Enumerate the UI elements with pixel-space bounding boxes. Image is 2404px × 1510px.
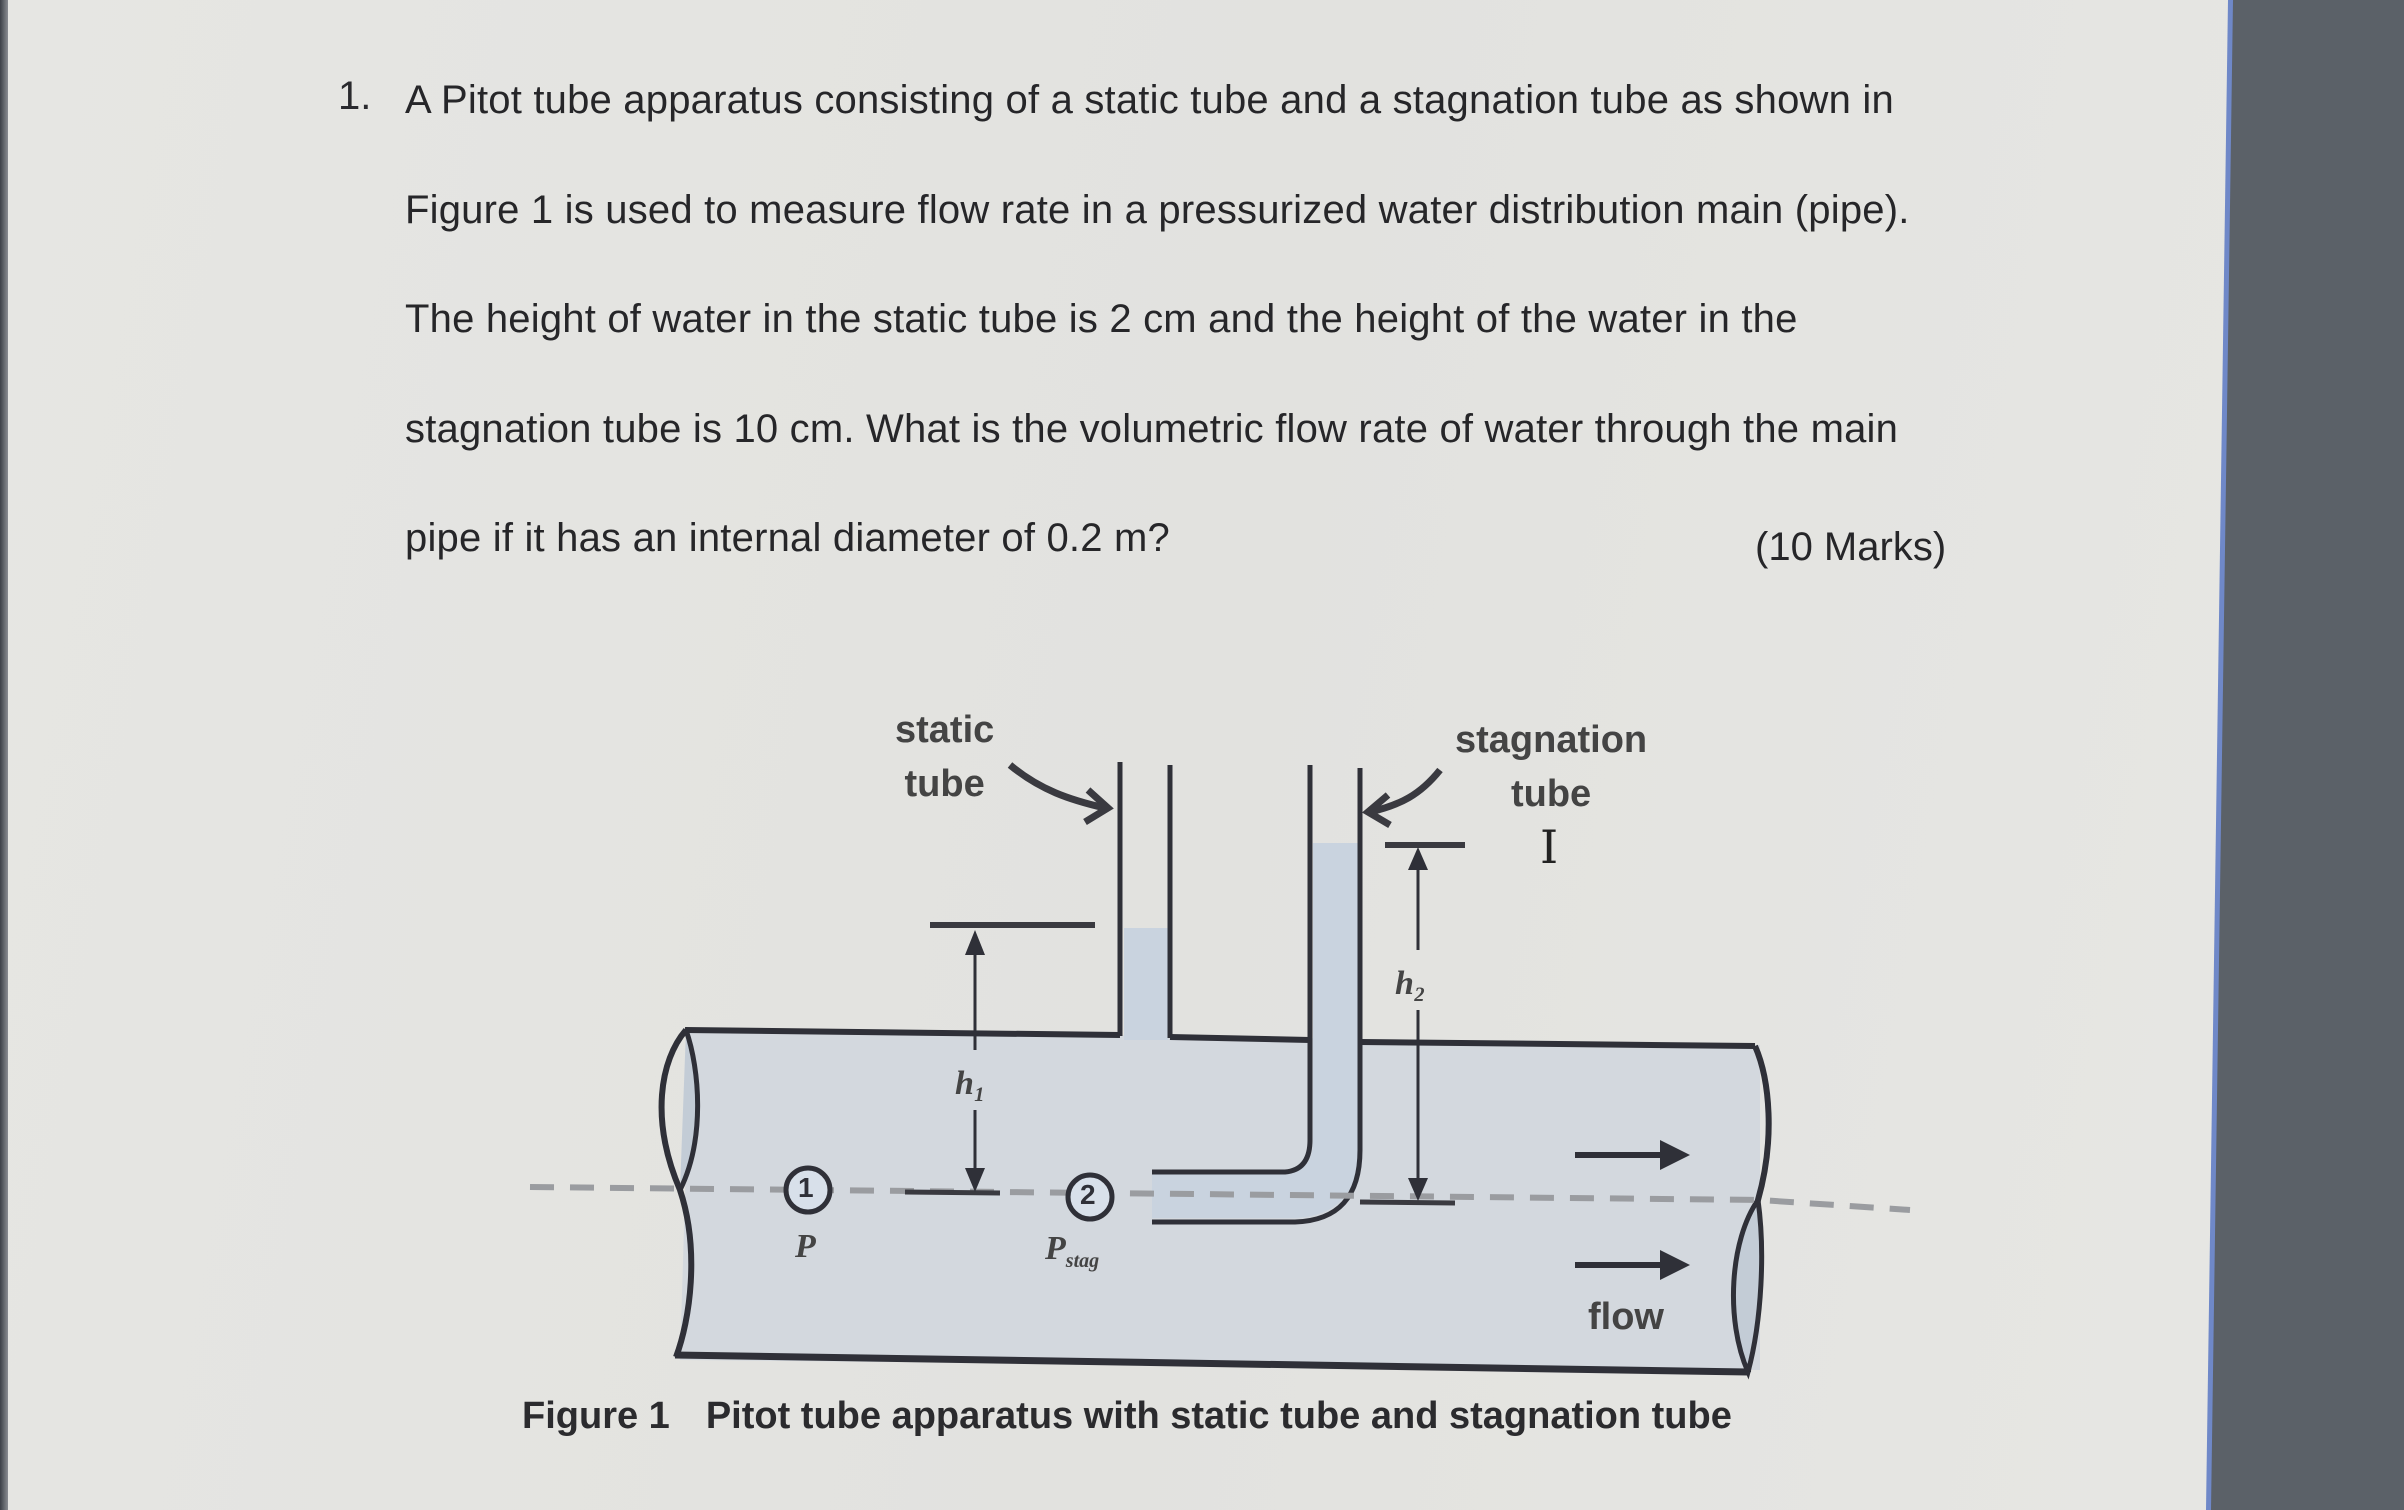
- stagnation-tube-wall-inner: [1152, 765, 1313, 1175]
- question-line-1: A Pitot tube apparatus consisting of a s…: [405, 78, 1960, 123]
- p-stag-label: Pstag: [1045, 1230, 1099, 1273]
- stagnation-tube-pointer: [1369, 767, 1443, 816]
- stagnation-tube-label: stagnation tube: [1455, 713, 1647, 821]
- point-1-number: 1: [798, 1172, 814, 1203]
- marks-label: (10 Marks): [1755, 525, 1947, 569]
- text-cursor-icon: I: [1540, 820, 1559, 874]
- p-stag-subscript: stag: [1065, 1249, 1100, 1272]
- static-tube-label: static tube: [895, 703, 994, 811]
- label-text: static: [895, 709, 995, 751]
- question-text: A Pitot tube apparatus consisting of a s…: [405, 78, 1894, 122]
- caption-text: Pitot tube apparatus with static tube an…: [705, 1395, 1732, 1437]
- stagnation-tube-wall-outer: [1152, 768, 1363, 1225]
- caption-label: Figure 1: [522, 1395, 670, 1437]
- point-2-number: 2: [1080, 1179, 1096, 1210]
- label-text: stagnation: [1455, 719, 1648, 761]
- label-text: tube: [1510, 773, 1592, 815]
- question-line-3: The height of water in the static tube i…: [405, 297, 1960, 342]
- question-text: Figure 1 is used to measure flow rate in…: [405, 188, 1910, 232]
- question-number: 1.: [338, 74, 372, 118]
- question-line-4: stagnation tube is 10 cm. What is the vo…: [405, 407, 1960, 452]
- static-tube-water: [1124, 928, 1168, 1040]
- screen-edge: [0, 0, 8, 1510]
- figure-caption: Figure 1 Pitot tube apparatus with static…: [522, 1395, 1732, 1438]
- question-line-5: pipe if it has an internal diameter of 0…: [405, 516, 1960, 561]
- label-text: tube: [904, 763, 985, 805]
- h1-label: h₁: [955, 1065, 986, 1102]
- h2-label: h₂: [1395, 965, 1426, 1002]
- static-tube-pointer: [1007, 762, 1106, 812]
- flow-label: flow: [1588, 1296, 1664, 1338]
- stagnation-tube-water: [1152, 843, 1358, 1218]
- question-text: pipe if it has an internal diameter of 0…: [405, 516, 1170, 560]
- question-text: The height of water in the static tube i…: [405, 297, 1798, 341]
- question-text: stagnation tube is 10 cm. What is the vo…: [405, 407, 1899, 451]
- p-stag-symbol: P: [1045, 1230, 1066, 1267]
- question-line-2: Figure 1 is used to measure flow rate in…: [405, 188, 1960, 233]
- point-2-marker: [1065, 1172, 1115, 1222]
- p-label: P: [795, 1228, 816, 1265]
- point-1-marker: [783, 1165, 833, 1215]
